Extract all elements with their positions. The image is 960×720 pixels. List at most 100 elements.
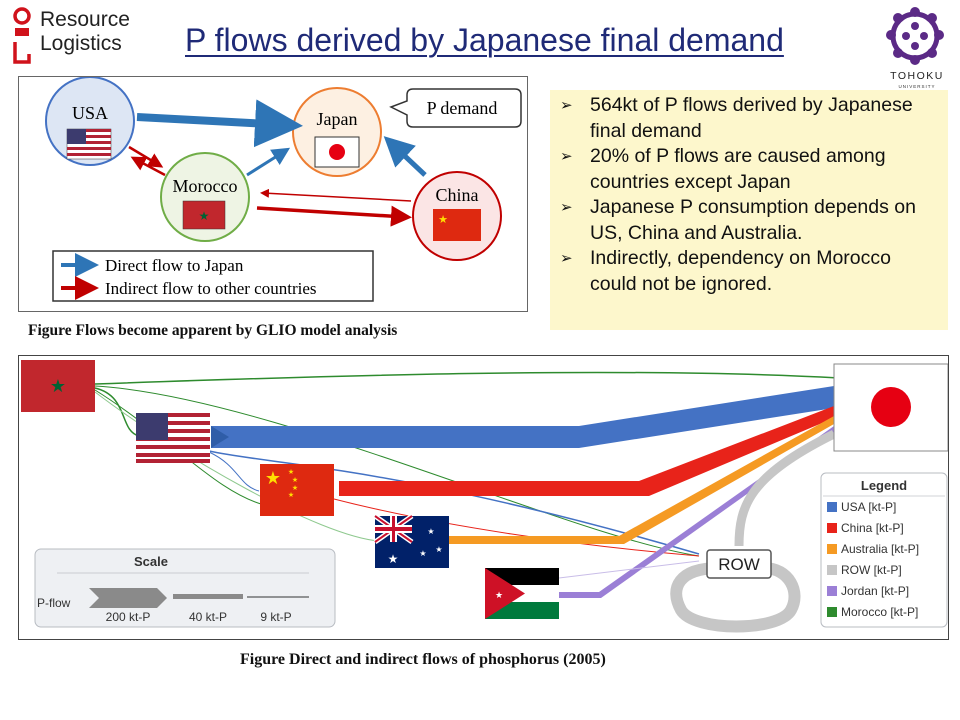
bullet-arrow-icon: ➢ <box>560 250 573 267</box>
bullet-text: Japanese P consumption depends on US, Ch… <box>590 196 916 244</box>
svg-text:★: ★ <box>419 549 426 558</box>
morocco-label: Morocco <box>173 176 238 196</box>
flow-china-morocco <box>260 188 412 202</box>
row-node-label: ROW <box>718 555 760 574</box>
svg-text:★: ★ <box>292 476 298 484</box>
bullet-arrow-icon: ➢ <box>560 199 573 216</box>
p-demand-label: P demand <box>427 98 498 118</box>
svg-text:★: ★ <box>288 468 294 476</box>
morocco-flag-icon: ★ <box>21 360 95 412</box>
svg-text:★: ★ <box>199 209 210 223</box>
legend-item-morocco: Morocco [kt-P] <box>827 605 918 619</box>
flow-china-japan <box>383 136 427 177</box>
logo-left-line2: Logistics <box>40 32 122 55</box>
scale-label-40kt: 40 kt-P <box>189 610 227 624</box>
logo-right-text: TOHOKU <box>890 70 944 82</box>
flow-morocco-japan <box>94 371 840 385</box>
sankey-legend-box <box>820 472 948 628</box>
legend-swatch <box>827 586 837 596</box>
logo-left-line1: Resource <box>40 8 130 31</box>
bullet-item: ➢ Indirectly, dependency on Morocco coul… <box>560 246 942 297</box>
legend-item-australia: Australia [kt-P] <box>827 542 919 556</box>
flow-jordan-row <box>558 560 700 579</box>
legend-item-usa: USA [kt-P] <box>827 500 896 514</box>
japan-flag-icon <box>314 136 360 168</box>
resource-logistics-logo: Resource Logistics <box>8 4 168 68</box>
logo-right-subtext: UNIVERSITY <box>898 84 936 89</box>
scale-200kt-shape <box>89 588 167 608</box>
scale-label-200kt: 200 kt-P <box>106 610 151 624</box>
bullet-arrow-icon: ➢ <box>560 148 573 165</box>
figure1-caption: Figure Flows become apparent by GLIO mod… <box>28 322 398 339</box>
svg-text:★: ★ <box>495 590 503 600</box>
legend-label: Australia [kt-P] <box>841 542 919 556</box>
legend-label: Morocco [kt-P] <box>841 605 918 619</box>
japan-label: Japan <box>317 109 358 129</box>
svg-text:★: ★ <box>427 527 434 536</box>
scale-row-label: P-flow <box>37 596 71 610</box>
scale-title: Scale <box>134 554 168 569</box>
legend-item-jordan: Jordan [kt-P] <box>827 584 909 598</box>
p-demand-callout <box>389 88 522 128</box>
sankey-legend-title: Legend <box>861 478 907 493</box>
svg-text:★: ★ <box>435 545 442 554</box>
legend-indirect-label: Indirect flow to other countries <box>105 279 317 298</box>
svg-text:★: ★ <box>50 376 66 396</box>
legend-label: China [kt-P] <box>841 521 904 535</box>
legend-swatch <box>827 565 837 575</box>
flow-morocco-row <box>94 385 700 557</box>
page-title: P flows derived by Japanese final demand <box>185 22 784 58</box>
legend-direct-label: Direct flow to Japan <box>105 256 244 275</box>
flow-morocco-japan <box>246 147 291 177</box>
flow-usa-china <box>208 451 260 492</box>
legend-swatch <box>827 544 837 554</box>
usa-flag-icon <box>66 128 112 160</box>
flow-usa-morocco <box>128 145 164 168</box>
concept-diagram: USA Japan Morocco China ★ ★ <box>18 76 528 312</box>
scale-label-9kt: 9 kt-P <box>260 610 291 624</box>
flow-morocco-usa <box>94 387 140 437</box>
flow-usa-japan <box>211 386 834 448</box>
legend-swatch <box>827 607 837 617</box>
svg-text:★: ★ <box>388 552 399 566</box>
bullet-item: ➢ Japanese P consumption depends on US, … <box>560 195 942 246</box>
morocco-flag-icon: ★ <box>182 200 226 230</box>
legend-item-row: ROW [kt-P] <box>827 563 902 577</box>
legend-label: Jordan [kt-P] <box>841 584 909 598</box>
flow-usa-japan <box>136 99 303 148</box>
legend-label: USA [kt-P] <box>841 500 896 514</box>
flow-row-japan <box>734 429 836 547</box>
flow-usa-row <box>208 450 700 555</box>
legend-swatch <box>827 523 837 533</box>
bullet-item: ➢ 564kt of P flows derived by Japanese f… <box>560 93 942 144</box>
legend-item-china: China [kt-P] <box>827 521 904 535</box>
china-flag-icon: ★ ★ ★ ★ ★ <box>260 464 334 516</box>
china-flag-icon: ★ <box>433 209 481 241</box>
flow-china-japan <box>339 406 834 496</box>
usa-label: USA <box>72 103 108 123</box>
usa-flag-icon <box>136 413 210 463</box>
flow-morocco-usa <box>130 156 166 177</box>
bullet-arrow-icon: ➢ <box>560 97 573 114</box>
key-findings-box: ➢ 564kt of P flows derived by Japanese f… <box>550 90 948 330</box>
flow-morocco-china <box>256 205 412 227</box>
bullet-text: 20% of P flows are caused among countrie… <box>590 145 886 193</box>
tohoku-university-logo: TOHOKU UNIVERSITY <box>880 4 958 94</box>
jordan-flag-icon: ★ <box>485 568 559 619</box>
bullet-text: Indirectly, dependency on Morocco could … <box>590 247 891 295</box>
resource-logistics-logo-mark <box>13 7 31 64</box>
svg-text:★: ★ <box>292 484 298 492</box>
figure2-caption: Figure Direct and indirect flows of phos… <box>240 651 606 668</box>
australia-flag-icon: ★ ★ ★ ★ <box>373 513 449 568</box>
sankey-svg: ★ ★ ★ ★ ★ ★ ★ <box>21 360 948 633</box>
tohoku-emblem-icon <box>886 7 944 65</box>
japan-flag-icon <box>833 363 948 452</box>
scale-40kt-shape <box>173 594 243 599</box>
bullet-text: 564kt of P flows derived by Japanese fin… <box>590 94 913 142</box>
legend-swatch <box>827 502 837 512</box>
flow-row-loop <box>670 562 801 633</box>
china-label: China <box>436 185 479 205</box>
svg-text:★: ★ <box>438 214 448 226</box>
svg-text:★: ★ <box>288 491 294 499</box>
flow-china-row <box>333 498 700 557</box>
